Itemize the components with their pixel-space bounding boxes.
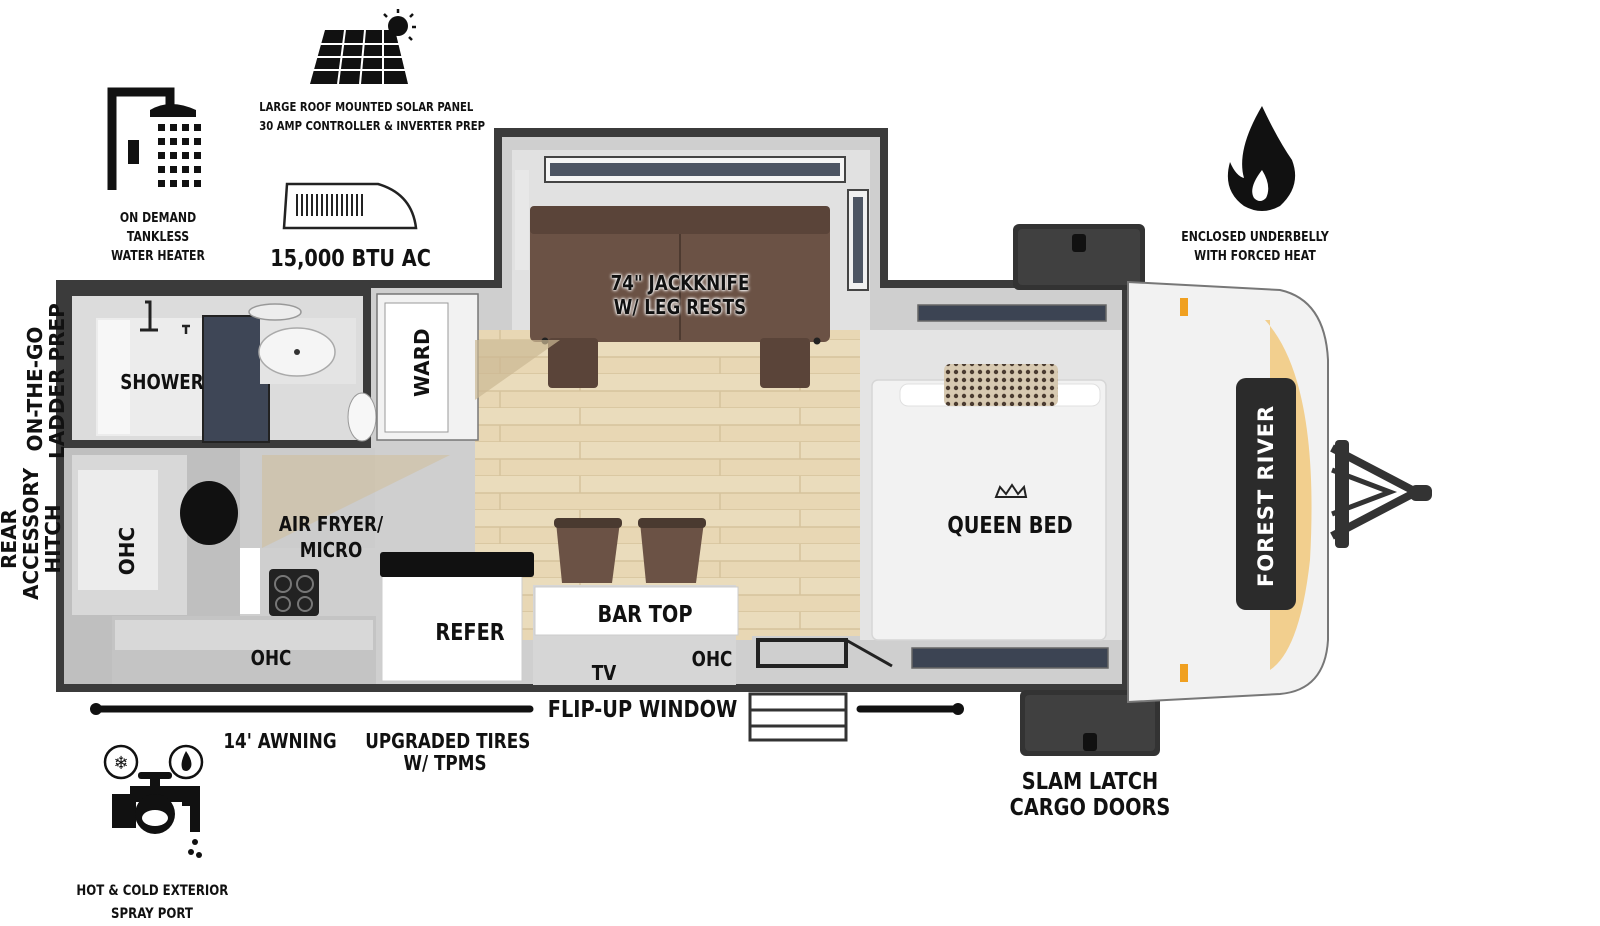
solar-label: LARGE ROOF MOUNTED SOLAR PANEL 30 AMP CO… xyxy=(259,98,486,136)
spray-port-line-1: HOT & COLD EXTERIOR xyxy=(76,883,229,899)
brand-label: FOREST RIVER xyxy=(1254,404,1278,587)
ladder-line-1: ON-THE-GO xyxy=(23,326,47,452)
spray-port-label: HOT & COLD EXTERIOR SPRAY PORT xyxy=(76,880,229,926)
spray-port-line-2: SPRAY PORT xyxy=(111,906,193,922)
front-cap xyxy=(1127,280,1329,704)
refrigerator xyxy=(380,552,534,682)
solar-line-1: LARGE ROOF MOUNTED SOLAR PANEL xyxy=(259,100,474,114)
flip-up-window-label: FLIP-UP WINDOW xyxy=(547,697,738,723)
air-fryer-label: AIR FRYER/ MICRO xyxy=(268,511,394,563)
rear-kitchen xyxy=(64,448,376,684)
underbelly-label: ENCLOSED UNDERBELLY WITH FORCED HEAT xyxy=(1175,228,1335,266)
ohc-right-label: OHC xyxy=(691,647,733,671)
ladder-line-2: LADDER PREP xyxy=(45,303,69,459)
queen-bed xyxy=(860,304,1122,669)
shower-label: SHOWER xyxy=(120,370,204,394)
tv-label: TV xyxy=(591,661,617,685)
ladder-label: ON-THE-GO LADDER PREP xyxy=(23,303,72,459)
bar-top-label: BAR TOP xyxy=(597,602,693,628)
jackknife-sofa xyxy=(530,206,830,388)
air-fryer-line-1: AIR FRYER/ xyxy=(278,512,384,536)
underbelly-line-2: WITH FORCED HEAT xyxy=(1194,249,1316,264)
hitch-line-2: ACCESSORY xyxy=(19,467,43,600)
entry-door xyxy=(752,636,893,676)
solar-panel-icon xyxy=(310,9,416,85)
solar-line-2: 30 AMP CONTROLLER & INVERTER PREP xyxy=(259,119,486,133)
tires-line-1: UPGRADED TIRES xyxy=(365,729,531,753)
underbelly-line-1: ENCLOSED UNDERBELLY xyxy=(1181,230,1329,245)
svg-text:❄: ❄ xyxy=(113,753,128,774)
jackknife-line-2: W/ LEG RESTS xyxy=(613,295,747,319)
water-heater-icon xyxy=(107,87,201,190)
floor-shadows xyxy=(262,340,560,548)
flame-icon xyxy=(1227,106,1296,211)
tires-label: UPGRADED TIRES W/ TPMS xyxy=(365,729,531,775)
hitch-line-1: REAR xyxy=(0,509,21,569)
jackknife-line-1: 74" JACKKNIFE xyxy=(610,271,750,295)
ward-label: WARD xyxy=(410,328,434,397)
spray-port-icon: ❄ xyxy=(103,744,204,858)
water-heater-line-2: TANKLESS xyxy=(126,230,190,245)
hitch-line-3: HITCH xyxy=(41,504,65,574)
jackknife-label: 74" JACKKNIFE W/ LEG RESTS xyxy=(588,271,773,319)
awning-and-steps xyxy=(90,692,964,742)
cargo-line-1: SLAM LATCH xyxy=(1021,769,1159,795)
water-heater-label: ON DEMAND TANKLESS WATER HEATER xyxy=(108,209,209,266)
hitch-tongue xyxy=(1330,440,1432,548)
refer-label: REFER xyxy=(435,620,505,646)
tires-line-2: W/ TPMS xyxy=(403,751,487,775)
queen-bed-label: QUEEN BED xyxy=(947,513,1073,539)
cargo-doors xyxy=(1013,224,1160,756)
air-fryer-line-2: MICRO xyxy=(299,538,363,562)
awning-label: 14' AWNING xyxy=(223,729,337,753)
slide-windows xyxy=(515,156,869,291)
cargo-doors-label: SLAM LATCH CARGO DOORS xyxy=(1006,769,1174,821)
water-heater-line-3: WATER HEATER xyxy=(111,249,205,264)
bar-top-area xyxy=(533,518,739,685)
ac-label: 15,000 BTU AC xyxy=(270,246,431,272)
wardrobe xyxy=(376,293,479,441)
ohc-bottom-label: OHC xyxy=(250,646,292,670)
cargo-line-2: CARGO DOORS xyxy=(1009,795,1171,821)
water-heater-line-1: ON DEMAND xyxy=(119,211,197,226)
hitch-label: REAR ACCESSORY HITCH xyxy=(0,467,68,600)
ohc-rear-label: OHC xyxy=(115,526,139,576)
bathroom xyxy=(64,288,377,448)
ac-unit-icon xyxy=(282,182,418,230)
